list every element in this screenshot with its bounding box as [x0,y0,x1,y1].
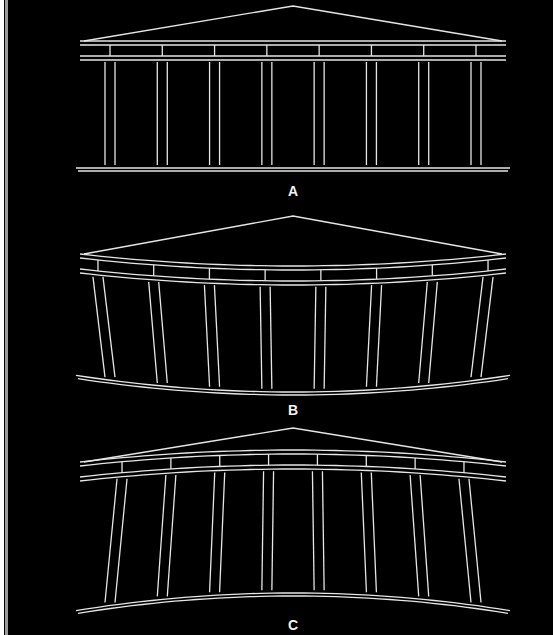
column-line [149,282,158,383]
column-line [219,62,220,165]
column-line [262,471,264,590]
column-line [271,62,272,165]
column-line [157,475,166,596]
stylobate-line [76,375,510,392]
column-line [420,475,429,596]
column-line [361,472,366,592]
triglyph-tick [318,45,319,56]
column-line [204,285,209,387]
triglyph-tick [266,45,267,56]
triglyph-tick [487,260,488,271]
triglyph-tick [264,270,265,281]
triglyph-tick [209,268,210,279]
column-line [115,479,127,603]
column-line [313,62,314,165]
entablature-line [80,55,506,56]
column-line [376,285,381,387]
column-line [366,285,371,387]
column-line [410,475,419,596]
stylobate-line [78,170,508,171]
triglyph-tick [219,455,220,466]
column-line [419,282,428,383]
column-line [324,287,326,389]
triglyph-tick [414,458,415,469]
triglyph-tick [109,45,110,56]
column-line [376,62,377,165]
entablature-line [80,454,506,466]
page-margin [0,0,4,635]
triglyph-tick [162,45,163,56]
column-line [470,62,471,165]
triglyph-tick [170,458,171,469]
column-line [270,287,272,389]
entablature-line [80,44,506,45]
triglyph-tick [320,270,321,281]
triglyph-tick [268,454,269,465]
triglyph-tick [423,45,424,56]
column-line [428,62,429,165]
stylobate-line [76,167,510,168]
entablature-line [80,59,506,60]
column-line [210,472,215,592]
column-line [209,62,210,165]
column-line [322,471,324,590]
column-line [371,472,376,592]
triglyph-tick [214,45,215,56]
pediment-roof [84,428,502,462]
column-line [480,62,481,165]
column-line [471,277,483,377]
column-line [260,287,262,389]
column-line [418,62,419,165]
entablature-line [80,40,506,41]
column-line [93,277,105,377]
column-line [481,277,493,377]
entablature-line [80,273,506,285]
figure-letter: C [288,617,298,633]
column-line [261,62,262,165]
column-line [469,479,481,603]
column-line [105,479,117,603]
column-line [157,62,158,165]
column-line [429,282,438,383]
triglyph-tick [366,455,367,466]
figure-letter: B [288,402,298,418]
column-line [159,282,168,383]
temple-drawings [76,6,510,613]
column-line [220,472,225,592]
entablature-line [80,258,506,270]
column-line [104,62,105,165]
column-line [312,471,314,590]
column-line [314,287,316,389]
column-line [167,475,176,596]
stylobate-line [78,596,508,613]
pediment-roof [84,216,502,254]
triglyph-tick [475,45,476,56]
column-line [103,277,115,377]
figure-letter: A [288,183,298,199]
triglyph-tick [97,260,98,271]
triglyph-tick [153,265,154,276]
triglyph-tick [376,268,377,279]
triglyph-tick [121,462,122,473]
column-line [214,285,219,387]
column-line [459,479,471,603]
triglyph-tick [432,265,433,276]
column-line [114,62,115,165]
column-line [167,62,168,165]
column-line [366,62,367,165]
column-line [323,62,324,165]
column-line [272,471,274,590]
triglyph-tick [463,462,464,473]
stylobate-line [78,379,508,395]
entablature-line [80,469,506,481]
triglyph-tick [317,454,318,465]
frame-edge [5,0,8,635]
pediment-roof [84,6,502,41]
triglyph-tick [371,45,372,56]
